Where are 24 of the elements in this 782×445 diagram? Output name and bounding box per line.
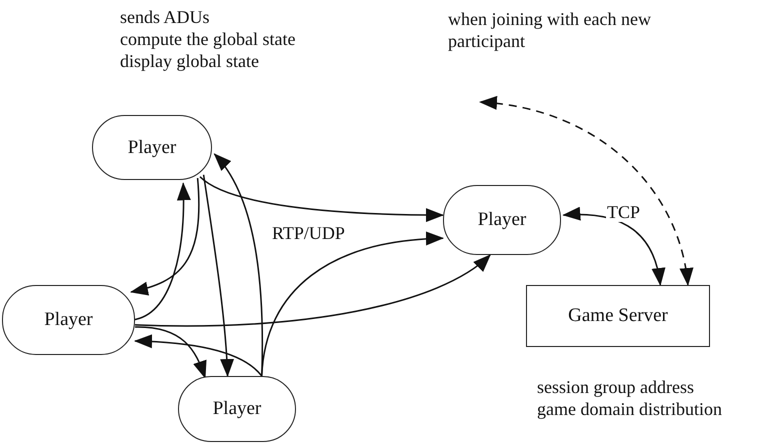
node-label: Player	[44, 309, 93, 331]
node-label: Player	[478, 209, 526, 231]
player-node	[443, 185, 561, 255]
arrow	[200, 176, 444, 222]
node-label: Player	[128, 136, 176, 158]
note-text: display global state	[120, 50, 259, 72]
node-label: Player	[212, 398, 262, 420]
arrow	[562, 207, 665, 286]
player-node	[2, 285, 135, 355]
note-text: when joining with each new participant	[448, 8, 652, 52]
note-text: compute the global state	[120, 28, 296, 50]
arrow	[130, 178, 200, 295]
dashed-arrow	[479, 96, 692, 286]
protocol-label: RTP/UDP	[272, 222, 345, 244]
arrow	[134, 326, 206, 379]
note-text: session group address	[537, 376, 694, 398]
server-box	[526, 285, 710, 347]
note-text: sends ADUs	[120, 6, 210, 28]
arrow	[214, 153, 264, 376]
note-text: game domain distribution	[537, 398, 722, 420]
node-label: Game Server	[568, 305, 668, 327]
arrow	[134, 334, 262, 376]
arrow	[134, 254, 491, 327]
arrow	[202, 174, 234, 377]
